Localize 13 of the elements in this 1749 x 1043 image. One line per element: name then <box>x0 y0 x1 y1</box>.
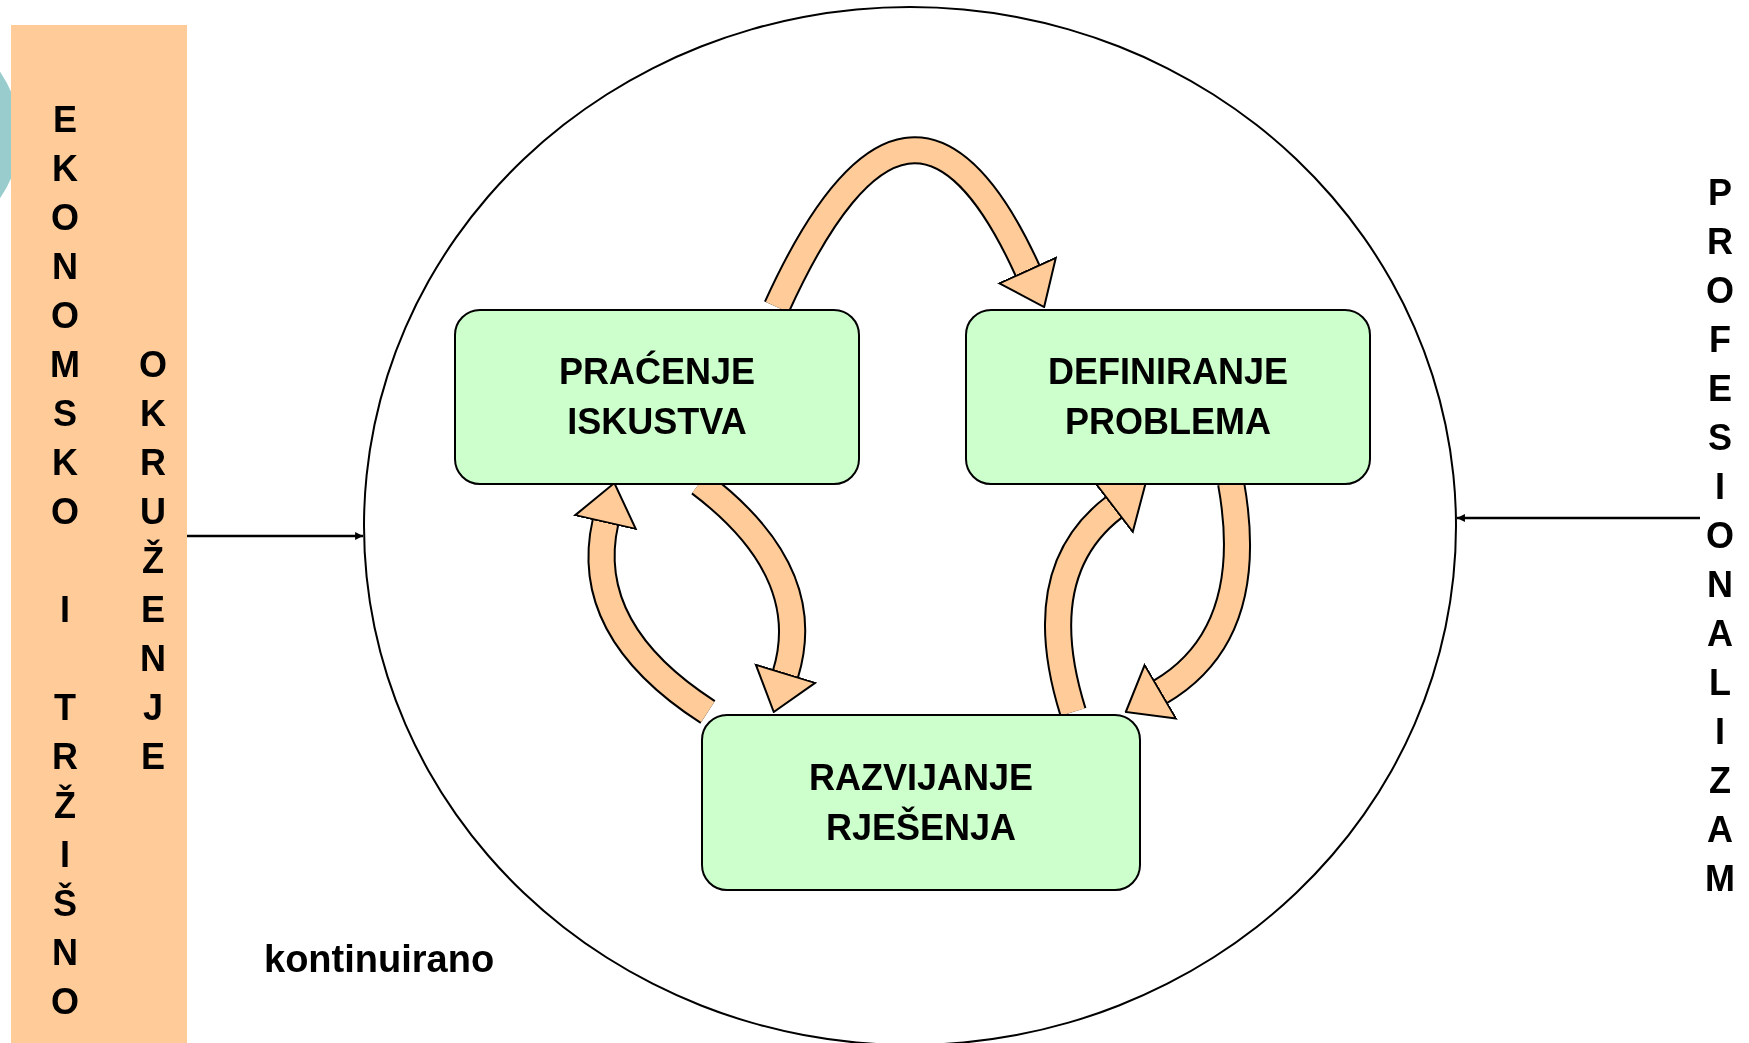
process-box <box>965 309 1371 485</box>
process-box <box>701 714 1141 891</box>
vertical-label: OKRUŽENJE <box>138 343 168 779</box>
band <box>11 25 187 1043</box>
box-label: DEFINIRANJE PROBLEMA <box>1047 350 1289 444</box>
arrow <box>187 532 364 540</box>
vertical-label: PROFESIONALIZAM <box>1700 168 1740 903</box>
vertical-label: EKONOMSKO I TRŽIŠNO <box>49 98 81 1024</box>
process-box <box>454 309 860 485</box>
note-label: kontinuirano <box>264 938 495 981</box>
arrow <box>1456 514 1700 522</box>
box-label: RAZVIJANJE RJEŠENJA <box>807 755 1035 850</box>
box-label: PRAĆENJE ISKUSTVA <box>557 349 757 444</box>
